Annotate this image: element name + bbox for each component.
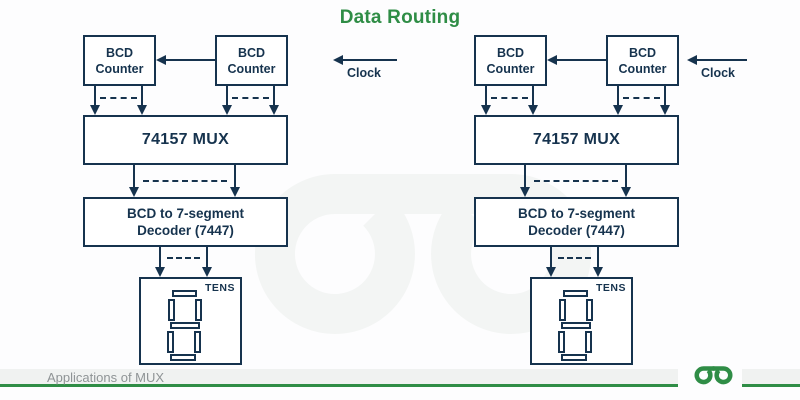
bus-dash-line [534, 180, 618, 182]
bcd-counter-box-right: BCD Counter [215, 35, 288, 86]
footer-accent-line [0, 384, 678, 387]
circuit-diagram-left: BCD Counter BCD Counter Clock 74157 MUX … [83, 35, 397, 365]
segment [561, 322, 591, 329]
connector-line [273, 86, 275, 106]
connector-line [226, 86, 228, 106]
decoder-label-line1: BCD to 7-segment [517, 206, 635, 221]
segment [170, 354, 196, 361]
segment [195, 299, 202, 321]
decoder-label-line2: Decoder (7447) [137, 223, 234, 238]
connector-line [625, 165, 627, 188]
connector-line [159, 247, 161, 268]
connector-line [206, 247, 208, 268]
segment [561, 354, 587, 361]
footer-caption: Applications of MUX [47, 370, 165, 385]
bus-dash-line [623, 97, 660, 99]
connector-line [524, 165, 526, 188]
seven-segment-8-icon [167, 290, 203, 361]
segment [559, 299, 566, 321]
bus-dash-line [100, 97, 137, 99]
connector-arrowhead-icon [527, 105, 538, 115]
bus-dash-line [143, 180, 227, 182]
clock-arrowhead-icon [333, 54, 343, 65]
counter-link-line [165, 59, 215, 61]
bus-dash-line [491, 97, 528, 99]
clock-arrowhead-icon [687, 54, 697, 65]
tens-label: TENS [595, 282, 626, 294]
connector-line [234, 165, 236, 188]
clock-label: Clock [700, 66, 736, 80]
circuit-diagram-right: BCD Counter BCD Counter Clock 74157 MUX … [474, 35, 747, 365]
connector-arrowhead-icon [136, 105, 147, 115]
bcd-counter-box-left: BCD Counter [83, 35, 156, 86]
counter-link-line [556, 59, 606, 61]
decoder-box: BCD to 7-segment Decoder (7447) [474, 197, 679, 247]
connector-line [550, 247, 552, 268]
connector-line [485, 86, 487, 106]
connector-arrowhead-icon [480, 105, 491, 115]
segment [168, 299, 175, 321]
connector-arrowhead-icon [620, 187, 631, 197]
display-box: TENS [139, 277, 242, 365]
decoder-label-line2: Decoder (7447) [528, 223, 625, 238]
connector-arrowhead-icon [592, 267, 603, 277]
segment [172, 290, 197, 297]
connector-line [94, 86, 96, 106]
segment [585, 331, 592, 353]
bcd-counter-label: BCD Counter [227, 45, 276, 76]
mux-label: 74157 MUX [532, 131, 621, 148]
connector-line [617, 86, 619, 106]
connector-arrowhead-icon [268, 105, 279, 115]
bcd-counter-label: BCD Counter [618, 45, 667, 76]
clock-label: Clock [346, 66, 382, 80]
segment [558, 331, 565, 353]
mux-box: 74157 MUX [83, 115, 288, 165]
counter-link-arrowhead-icon [547, 54, 557, 65]
clock-arrow-line [342, 59, 397, 61]
connector-arrowhead-icon [128, 187, 139, 197]
page-title: Data Routing [339, 7, 461, 28]
mux-label: 74157 MUX [141, 131, 230, 148]
connector-arrowhead-icon [229, 187, 240, 197]
seven-segment-8-icon [558, 290, 594, 361]
decoder-label-line1: BCD to 7-segment [126, 206, 244, 221]
bcd-counter-box-right: BCD Counter [606, 35, 679, 86]
decoder-box: BCD to 7-segment Decoder (7447) [83, 197, 288, 247]
connector-arrowhead-icon [201, 267, 212, 277]
geeksforgeeks-logo-icon [694, 366, 733, 385]
connector-arrowhead-icon [659, 105, 670, 115]
mux-box: 74157 MUX [474, 115, 679, 165]
connector-arrowhead-icon [545, 267, 556, 277]
clock-arrow-line [696, 59, 747, 61]
bus-dash-line [558, 257, 591, 259]
tens-label: TENS [204, 282, 235, 294]
connector-line [664, 86, 666, 106]
segment [563, 290, 588, 297]
display-box: TENS [530, 277, 633, 365]
footer-accent-line [742, 384, 800, 387]
footer-strip [0, 369, 678, 384]
segment [170, 322, 200, 329]
connector-arrowhead-icon [89, 105, 100, 115]
bus-dash-line [167, 257, 200, 259]
connector-arrowhead-icon [612, 105, 623, 115]
connector-line [597, 247, 599, 268]
connector-arrowhead-icon [519, 187, 530, 197]
segment [194, 331, 201, 353]
segment [167, 331, 174, 353]
bcd-counter-label: BCD Counter [486, 45, 535, 76]
counter-link-arrowhead-icon [156, 54, 166, 65]
bcd-counter-label: BCD Counter [95, 45, 144, 76]
bus-dash-line [232, 97, 269, 99]
footer-strip [742, 369, 800, 384]
connector-arrowhead-icon [154, 267, 165, 277]
connector-line [532, 86, 534, 106]
bcd-counter-box-left: BCD Counter [474, 35, 547, 86]
segment [586, 299, 593, 321]
connector-line [141, 86, 143, 106]
connector-arrowhead-icon [221, 105, 232, 115]
connector-line [133, 165, 135, 188]
